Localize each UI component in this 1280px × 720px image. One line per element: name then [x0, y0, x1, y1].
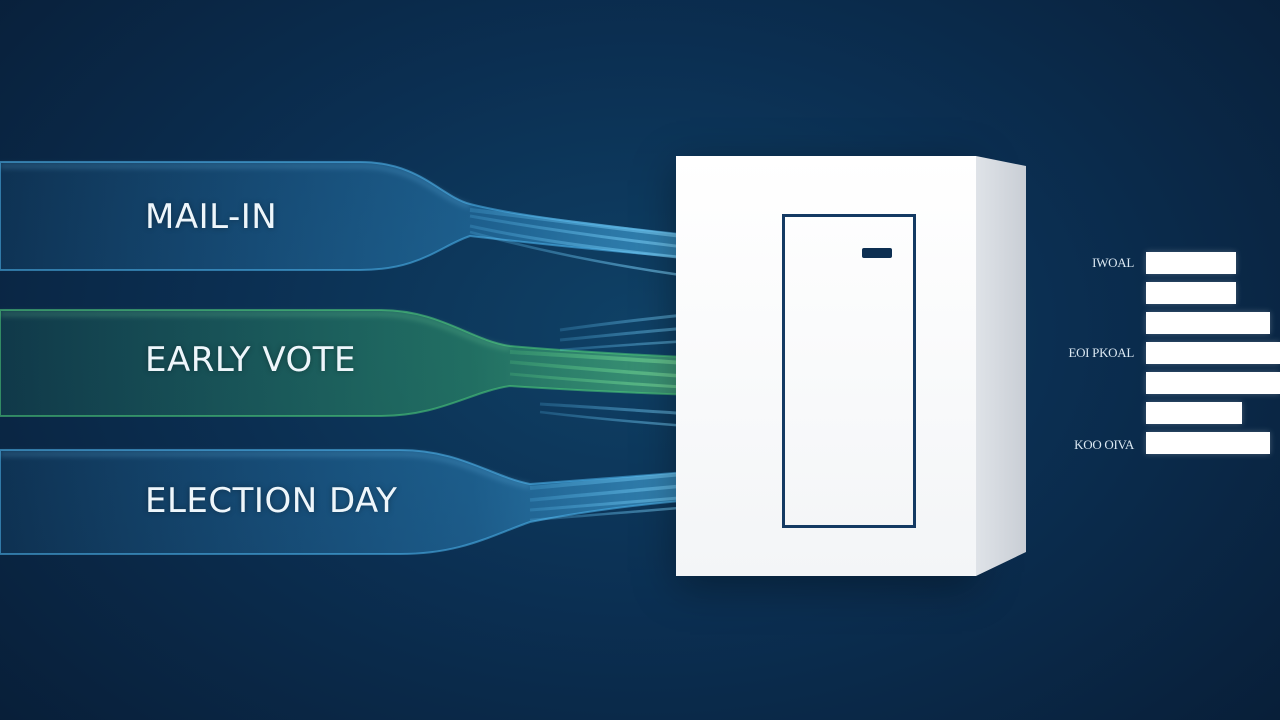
- ballot-box-side-panel: [976, 156, 1026, 576]
- legend-bar: [1146, 372, 1280, 394]
- legend-bar: [1146, 432, 1270, 454]
- mail-in-label: MAIL-IN: [145, 197, 278, 237]
- legend-bar: [1146, 342, 1280, 364]
- side-bar-legend: IWOAL EOI PKOAL KOO OIVA: [1040, 246, 1280, 466]
- legend-bar: [1146, 282, 1236, 304]
- legend-bar: [1146, 402, 1242, 424]
- legend-bar: [1146, 252, 1236, 274]
- early-vote-label: EARLY VOTE: [145, 340, 357, 380]
- legend-bar: [1146, 312, 1270, 334]
- ballot-box: [676, 156, 976, 576]
- legend-label: KOO OIVA: [1074, 437, 1134, 452]
- legend-label: IWOAL: [1092, 255, 1134, 270]
- election-day-label: ELECTION DAY: [145, 481, 398, 521]
- legend-label: EOI PKOAL: [1068, 345, 1134, 360]
- ballot-box-frame: [782, 214, 916, 528]
- ballot-slot: [862, 248, 892, 258]
